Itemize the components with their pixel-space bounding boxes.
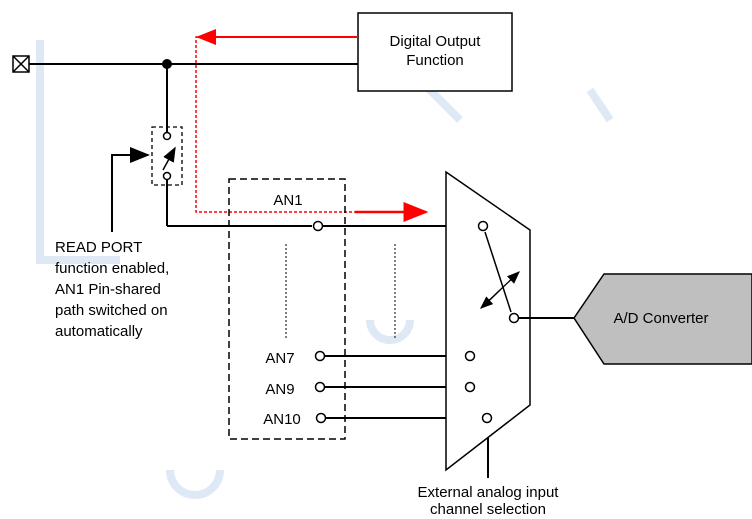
an7-label: AN7 bbox=[265, 350, 294, 367]
an1-pin bbox=[312, 220, 324, 232]
an1-label: AN1 bbox=[273, 192, 302, 209]
pin-terminal-icon bbox=[12, 55, 30, 73]
mux-selection-note: External analog input channel selection bbox=[418, 484, 560, 518]
digital-output-label-line1: Digital Output bbox=[390, 33, 482, 50]
mux-note-line2: channel selection bbox=[430, 501, 546, 518]
read-port-note: READ PORT function enabled, AN1 Pin-shar… bbox=[55, 239, 169, 340]
an7-pin bbox=[314, 350, 326, 362]
digital-output-label-line2: Function bbox=[406, 52, 464, 69]
read-port-switch bbox=[151, 126, 183, 186]
ad-converter-block: A/D Converter bbox=[573, 273, 752, 365]
an10-pin bbox=[315, 412, 327, 424]
channel-pins-group bbox=[228, 178, 346, 440]
read-port-note-line3: AN1 Pin-shared bbox=[55, 281, 161, 298]
digital-output-function-box: Digital Output Function bbox=[357, 12, 513, 92]
signal-path-red bbox=[195, 29, 429, 222]
an10-label: AN10 bbox=[263, 411, 301, 428]
read-port-note-line5: automatically bbox=[55, 323, 143, 340]
ad-converter-label: A/D Converter bbox=[613, 310, 708, 327]
read-port-note-line2: function enabled, bbox=[55, 260, 169, 277]
channel-multiplexer bbox=[445, 170, 531, 472]
read-port-note-line1: READ PORT bbox=[55, 239, 142, 256]
an9-pin bbox=[314, 381, 326, 393]
read-port-control-arrow bbox=[111, 147, 150, 232]
read-port-note-line4: path switched on bbox=[55, 302, 168, 319]
an9-label: AN9 bbox=[265, 381, 294, 398]
mux-note-line1: External analog input bbox=[418, 484, 560, 501]
